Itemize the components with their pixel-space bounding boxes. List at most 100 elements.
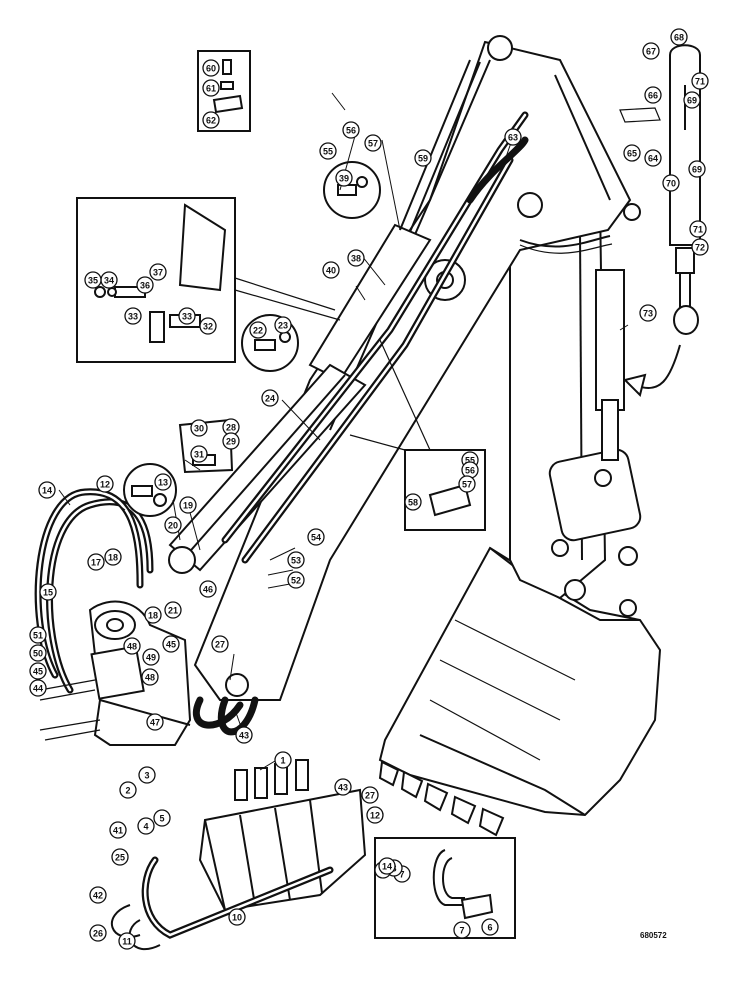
callout-circle bbox=[319, 142, 337, 160]
callout-label: 19 bbox=[183, 501, 193, 511]
callout-label: 57 bbox=[368, 139, 378, 149]
callout-label: 1 bbox=[280, 756, 285, 766]
callout-label: 62 bbox=[206, 116, 216, 126]
callout-label: 18 bbox=[148, 611, 158, 621]
callout-circle bbox=[670, 28, 688, 46]
callout-circle bbox=[202, 79, 220, 97]
part-callout-51: 51 bbox=[29, 626, 47, 644]
part-callout-4: 4 bbox=[137, 817, 155, 835]
callout-circle bbox=[322, 261, 340, 279]
part-callout-48: 48 bbox=[123, 637, 141, 655]
callout-circle bbox=[162, 635, 180, 653]
callout-circle bbox=[179, 496, 197, 514]
callout-circle bbox=[287, 571, 305, 589]
callout-label: 26 bbox=[93, 929, 103, 939]
callout-label: 4 bbox=[143, 822, 148, 832]
callout-circle bbox=[164, 516, 182, 534]
callout-circle bbox=[119, 781, 137, 799]
part-callout-47: 47 bbox=[146, 713, 164, 731]
part-callout-52: 52 bbox=[287, 571, 305, 589]
part-callout-62: 62 bbox=[202, 111, 220, 129]
part-callout-69: 69 bbox=[688, 160, 706, 178]
callout-circle bbox=[118, 932, 136, 950]
part-callout-71: 71 bbox=[691, 72, 709, 90]
part-callout-27: 27 bbox=[361, 786, 379, 804]
callout-label: 13 bbox=[158, 478, 168, 488]
bucket-cylinder bbox=[595, 269, 625, 461]
callout-circle bbox=[164, 601, 182, 619]
callout-label: 18 bbox=[108, 553, 118, 563]
callout-circle bbox=[178, 307, 196, 325]
part-callout-3: 3 bbox=[138, 766, 156, 784]
callout-circle bbox=[111, 848, 129, 866]
part-callout-27: 27 bbox=[211, 635, 229, 653]
part-callout-12: 12 bbox=[366, 806, 384, 824]
callout-circle bbox=[141, 668, 159, 686]
callout-circle bbox=[378, 857, 396, 875]
callout-circle bbox=[137, 817, 155, 835]
part-callout-46: 46 bbox=[199, 580, 217, 598]
part-callout-45: 45 bbox=[29, 662, 47, 680]
inset-fitting-13 bbox=[123, 463, 177, 517]
figure-id: 680572 bbox=[640, 931, 667, 940]
callout-circle bbox=[287, 551, 305, 569]
callout-circle bbox=[84, 271, 102, 289]
part-callout-20: 20 bbox=[164, 516, 182, 534]
callout-circle bbox=[202, 111, 220, 129]
part-callout-70: 70 bbox=[662, 174, 680, 192]
callout-label: 3 bbox=[144, 771, 149, 781]
callout-label: 57 bbox=[462, 480, 472, 490]
part-callout-33: 33 bbox=[178, 307, 196, 325]
part-callout-57: 57 bbox=[364, 134, 382, 152]
callout-circle bbox=[228, 908, 246, 926]
callout-label: 64 bbox=[648, 154, 658, 164]
part-callout-18: 18 bbox=[104, 548, 122, 566]
part-callout-6: 6 bbox=[481, 918, 499, 936]
callout-circle bbox=[29, 626, 47, 644]
part-callout-43: 43 bbox=[235, 726, 253, 744]
callout-label: 49 bbox=[146, 653, 156, 663]
part-callout-66: 66 bbox=[644, 86, 662, 104]
callout-circle bbox=[307, 528, 325, 546]
callout-label: 33 bbox=[182, 312, 192, 322]
callout-label: 7 bbox=[459, 926, 464, 936]
callout-label: 60 bbox=[206, 64, 216, 74]
callout-circle bbox=[274, 751, 292, 769]
part-callout-53: 53 bbox=[287, 551, 305, 569]
part-callout-25: 25 bbox=[111, 848, 129, 866]
callout-circle bbox=[261, 389, 279, 407]
part-callout-10: 10 bbox=[228, 908, 246, 926]
callout-circle bbox=[202, 59, 220, 77]
callout-circle bbox=[691, 238, 709, 256]
callout-label: 59 bbox=[418, 154, 428, 164]
dipper-stick bbox=[509, 198, 642, 617]
exploded-cylinder-top-right bbox=[619, 44, 701, 335]
part-callout-69: 69 bbox=[683, 91, 701, 109]
callout-circle bbox=[642, 42, 660, 60]
callout-circle bbox=[190, 445, 208, 463]
callout-label: 24 bbox=[265, 394, 275, 404]
callout-label: 21 bbox=[168, 606, 178, 616]
part-callout-57: 57 bbox=[458, 475, 476, 493]
callout-label: 38 bbox=[351, 254, 361, 264]
part-callout-56: 56 bbox=[461, 461, 479, 479]
callout-label: 25 bbox=[115, 853, 125, 863]
callout-label: 61 bbox=[206, 84, 216, 94]
callout-circle bbox=[29, 679, 47, 697]
callout-circle bbox=[644, 86, 662, 104]
callout-circle bbox=[335, 169, 353, 187]
callout-circle bbox=[458, 475, 476, 493]
callout-label: 44 bbox=[33, 684, 43, 694]
part-callouts: 1234567789101112121314141517181819202122… bbox=[29, 28, 709, 950]
callout-circle bbox=[146, 713, 164, 731]
callout-label: 7 bbox=[399, 870, 404, 880]
callout-circle bbox=[504, 128, 522, 146]
callout-circle bbox=[364, 134, 382, 152]
callout-label: 43 bbox=[239, 731, 249, 741]
callout-circle bbox=[689, 220, 707, 238]
callout-circle bbox=[691, 72, 709, 90]
callout-circle bbox=[144, 606, 162, 624]
callout-label: 6 bbox=[487, 923, 492, 933]
callout-label: 11 bbox=[122, 937, 132, 947]
part-callout-54: 54 bbox=[307, 528, 325, 546]
